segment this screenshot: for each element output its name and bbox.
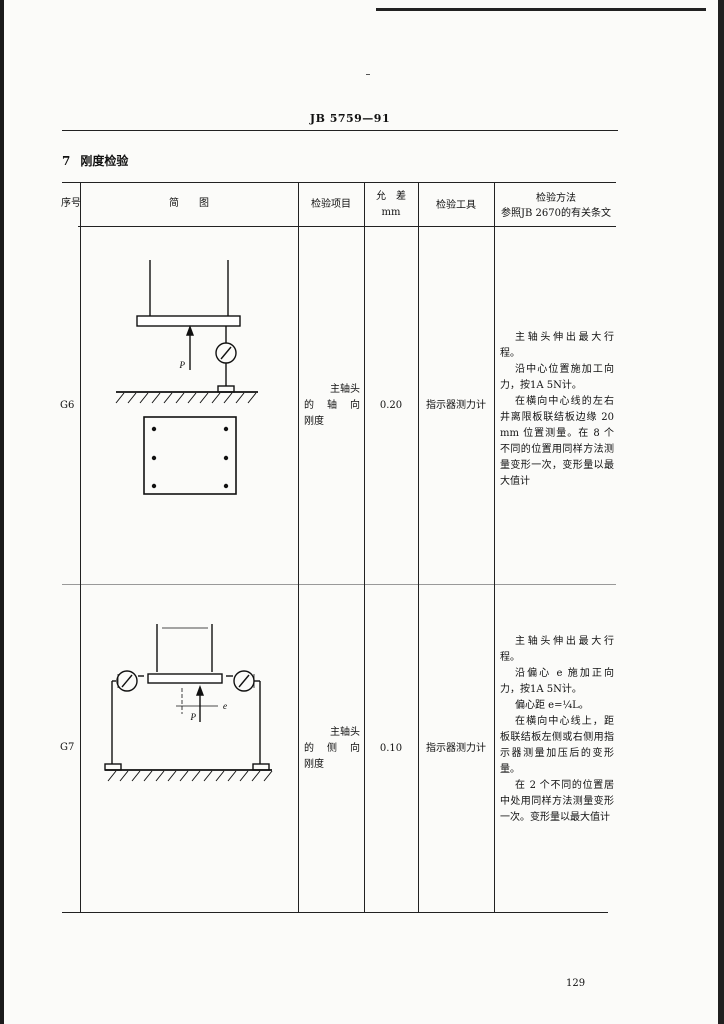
inspection-tool: 指示器测力计 bbox=[426, 400, 486, 411]
check-item: 主轴头 的 轴 向 刚度 bbox=[304, 382, 360, 430]
ground-hatching bbox=[115, 392, 257, 404]
tolerance-value: 0.10 bbox=[379, 743, 403, 754]
method-paragraph: 在 2 个不同的位置居中处用同样方法测量变形一次。变形量以最大值计 bbox=[500, 780, 614, 823]
page-number: 129 bbox=[566, 978, 586, 989]
inspection-method: 主轴头伸出最大行程。 沿偏心 e 施加正向力，按1A 5N计。 偏心距 e=¼L… bbox=[500, 634, 614, 826]
method-paragraph: 在横向中心线上，距板联结板左侧或右侧用指示器测量加压后的变形量。 bbox=[500, 716, 614, 775]
header-rule bbox=[62, 130, 618, 131]
check-item-line: 的 轴 向 bbox=[304, 400, 360, 411]
left-indicator-base bbox=[104, 763, 122, 771]
check-item-line: 的 侧 向 bbox=[304, 743, 360, 754]
table-header-rule bbox=[78, 226, 616, 227]
g7-lateral-stiffness-diagram: P e bbox=[104, 624, 273, 782]
check-item-line: 主轴头 bbox=[330, 727, 360, 738]
header-diagram: 简 图 bbox=[169, 198, 209, 209]
scan-edge-right bbox=[718, 0, 724, 1024]
header-method: 检验方法 bbox=[536, 193, 576, 204]
method-paragraph: 沿偏心 e 施加正向力，按1A 5N计。 bbox=[500, 668, 614, 695]
measurement-points bbox=[151, 426, 229, 489]
table-bottom-rule bbox=[62, 912, 608, 913]
eccentric-label: e bbox=[223, 701, 227, 711]
header-index: 序号 bbox=[61, 198, 81, 209]
spindle-head-plate bbox=[136, 315, 241, 327]
header-tool: 检验工具 bbox=[436, 200, 476, 211]
force-arrowhead bbox=[195, 685, 205, 696]
method-paragraph: 主轴头伸出最大行程。 bbox=[500, 332, 614, 359]
section-heading: 7 刚度检验 bbox=[62, 152, 128, 169]
scan-edge-left bbox=[0, 0, 4, 1024]
col-rule bbox=[494, 182, 495, 912]
scan-edge-top bbox=[376, 8, 706, 11]
force-label: P bbox=[179, 360, 186, 370]
col-rule bbox=[298, 182, 299, 912]
header-item: 检验项目 bbox=[311, 199, 351, 210]
section-number: 7 bbox=[62, 154, 71, 168]
spindle-head-plate bbox=[147, 673, 223, 684]
force-label: P bbox=[190, 712, 197, 722]
check-item-line: 主轴头 bbox=[330, 384, 360, 395]
header-method-reference: 参照JB 2670的有关条文 bbox=[501, 208, 611, 219]
row-id: G6 bbox=[60, 400, 75, 411]
section-title: 刚度检验 bbox=[80, 154, 129, 168]
col-rule bbox=[80, 182, 81, 912]
plate-top-view bbox=[143, 416, 237, 495]
table-top-rule bbox=[62, 182, 616, 183]
ground-hatching bbox=[107, 770, 273, 782]
method-paragraph: 沿中心位置施加工向力，按1A 5N计。 bbox=[500, 364, 614, 391]
method-paragraph: 偏心距 e=¼L。 bbox=[515, 700, 589, 711]
method-paragraph: 主轴头伸出最大行程。 bbox=[500, 636, 614, 663]
check-item-line: 刚度 bbox=[304, 416, 324, 427]
header-tolerance-unit: mm bbox=[381, 207, 401, 218]
dial-needle bbox=[238, 674, 250, 688]
force-arrowhead bbox=[185, 325, 195, 336]
check-item-line: 刚度 bbox=[304, 759, 324, 770]
row-id: G7 bbox=[60, 742, 75, 753]
dial-indicator-icon bbox=[116, 670, 138, 692]
inspection-method: 主轴头伸出最大行程。 沿中心位置施加工向力，按1A 5N计。 在横向中心线的左右… bbox=[500, 330, 614, 490]
table-row-rule bbox=[62, 584, 616, 585]
check-item: 主轴头 的 侧 向 刚度 bbox=[304, 725, 360, 773]
header-tolerance: 允 差 bbox=[376, 191, 406, 202]
g6-axial-stiffness-diagram: P bbox=[115, 260, 258, 495]
right-indicator-base bbox=[252, 763, 270, 771]
method-paragraph: 在横向中心线的左右井离限板联结板边缘 20 mm 位置测量。在 8 个不同的位置… bbox=[500, 396, 614, 487]
tolerance-value: 0.20 bbox=[379, 400, 403, 411]
dial-needle bbox=[121, 674, 133, 688]
col-rule bbox=[418, 182, 419, 912]
dial-needle bbox=[220, 346, 232, 360]
document-code: JB 5759—91 bbox=[309, 112, 391, 125]
col-rule bbox=[364, 182, 365, 912]
inspection-tool: 指示器测力计 bbox=[426, 743, 486, 754]
scan-dot bbox=[366, 74, 370, 75]
